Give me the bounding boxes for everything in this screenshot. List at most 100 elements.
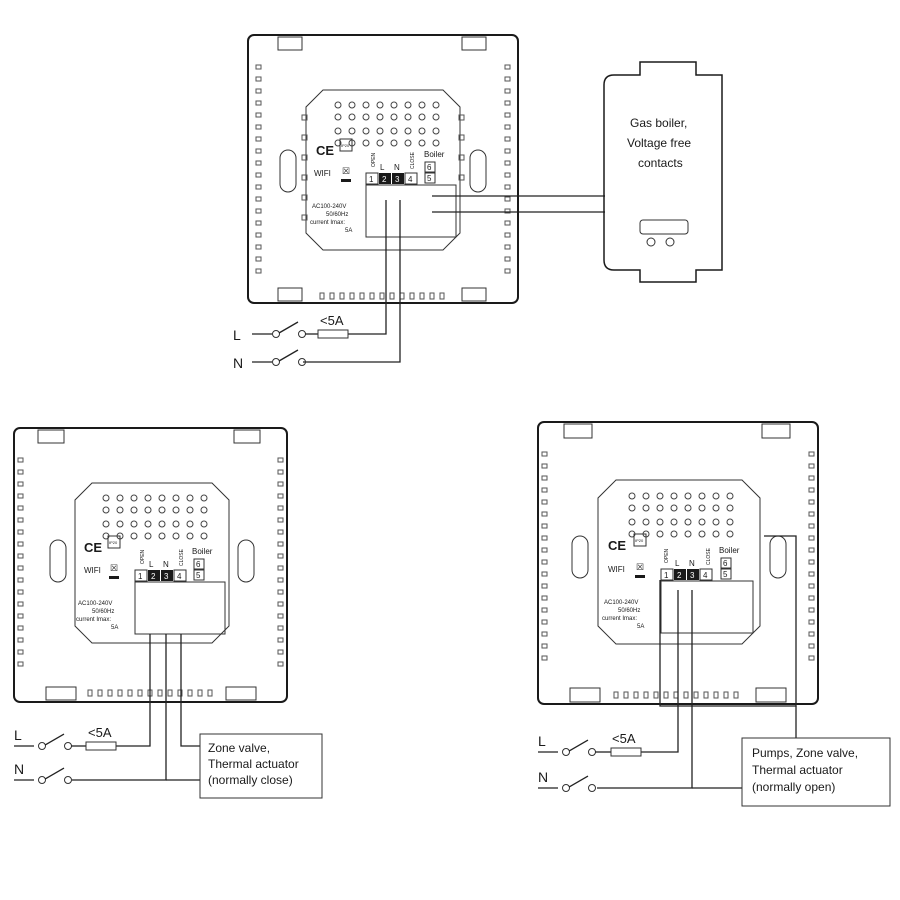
svg-text:WIFI: WIFI [608, 565, 625, 574]
spec-current-value: 5A [345, 228, 352, 234]
right-load-line1: Pumps, Zone valve, [752, 746, 858, 760]
load-box [199, 733, 323, 799]
top-neutral-label: N [233, 355, 243, 371]
svg-text:Boiler: Boiler [192, 547, 213, 556]
right-fuse-label: <5A [612, 731, 636, 746]
svg-text:IP20: IP20 [635, 538, 644, 543]
svg-text:4: 4 [177, 572, 182, 581]
svg-text:OPEN: OPEN [140, 549, 146, 564]
top-line-label: L [233, 327, 241, 343]
svg-text:OPEN: OPEN [664, 548, 670, 563]
right-thermostat-unit: CE IP20 WIFI ☒ OPEN L N CLOSE Boiler 1 2… [537, 421, 819, 705]
svg-text:CLOSE: CLOSE [706, 547, 712, 565]
svg-text:WIFI: WIFI [84, 566, 101, 575]
svg-text:N: N [689, 559, 695, 568]
svg-text:3: 3 [164, 572, 169, 581]
right-load-line3: (normally open) [752, 780, 835, 794]
svg-text:Boiler: Boiler [719, 546, 740, 555]
svg-text:IP20: IP20 [109, 540, 118, 545]
svg-text:AC100-240V: AC100-240V [604, 600, 638, 606]
vent-slots-right [504, 64, 511, 274]
left-load-line2: Thermal actuator [208, 757, 299, 771]
svg-text:AC100-240V: AC100-240V [78, 601, 112, 607]
wiring-area [365, 184, 457, 238]
right-line-label: L [538, 733, 546, 749]
left-load-line3: (normally close) [208, 773, 293, 787]
n-label: N [394, 163, 400, 172]
vent-slots-left [255, 64, 262, 274]
svg-text:CE: CE [84, 540, 102, 555]
svg-text:3: 3 [690, 571, 695, 580]
right-load-line2: Thermal actuator [752, 763, 843, 777]
open-label: OPEN [371, 152, 377, 167]
spec-voltage: AC100-240V [312, 204, 346, 210]
fuse-icon [317, 329, 349, 339]
svg-text:5A: 5A [111, 625, 118, 631]
left-thermostat-unit: CE IP20 WIFI ☒ OPEN L N CLOSE Boiler 1 2… [13, 427, 288, 703]
svg-text:5: 5 [723, 570, 728, 579]
boiler-title-line1: Gas boiler, [630, 116, 687, 130]
svg-text:1: 1 [664, 571, 669, 580]
mounting-tab [277, 36, 303, 51]
spec-frequency: 50/60Hz [326, 212, 348, 218]
svg-text:5A: 5A [637, 624, 644, 630]
top-thermostat-unit: CE IP20 WIFI ☒ OPEN L N CLOSE Boiler 1 2… [247, 34, 519, 304]
svg-text:L: L [675, 559, 680, 568]
ip-box [339, 138, 353, 152]
svg-text:4: 4 [408, 175, 413, 184]
svg-text:1: 1 [138, 572, 143, 581]
svg-text:50/60Hz: 50/60Hz [618, 608, 640, 614]
close-label: CLOSE [410, 151, 416, 169]
left-wires [14, 634, 323, 799]
svg-text:3: 3 [395, 175, 400, 184]
mounting-tab [277, 287, 303, 302]
terminal-block-outline [305, 89, 461, 251]
svg-text:2: 2 [677, 571, 682, 580]
svg-text:current Imax:: current Imax: [76, 617, 111, 623]
svg-text:1: 1 [369, 175, 374, 184]
mounting-slot [279, 149, 297, 193]
svg-text:2: 2 [382, 175, 387, 184]
svg-text:2: 2 [151, 572, 156, 581]
mounting-tab [461, 287, 487, 302]
l-label: L [380, 163, 385, 172]
right-neutral-label: N [538, 769, 548, 785]
top-fuse-label: <5A [320, 313, 344, 328]
svg-text:5: 5 [196, 571, 201, 580]
left-fuse-label: <5A [88, 725, 112, 740]
spec-current: current Imax: [310, 220, 345, 226]
mounting-tab [461, 36, 487, 51]
right-wires [538, 535, 891, 807]
gas-boiler [603, 61, 723, 283]
screw-holes [334, 101, 440, 147]
terminal-row: 1 2 3 4 6 5 [365, 161, 436, 185]
svg-text:5: 5 [427, 174, 432, 183]
left-line-label: L [14, 727, 22, 743]
boiler-label: Boiler [424, 150, 445, 159]
svg-text:6: 6 [723, 559, 728, 568]
svg-text:☒: ☒ [636, 562, 644, 572]
boiler-title-line2: Voltage free [627, 136, 691, 150]
thermostat-housing [247, 34, 519, 304]
svg-text:current Imax:: current Imax: [602, 616, 637, 622]
svg-text:4: 4 [703, 571, 708, 580]
weee-icon: ☒ [342, 166, 350, 176]
ip-rating: IP20 [341, 143, 350, 148]
svg-text:CLOSE: CLOSE [179, 548, 185, 566]
inner-clips [301, 114, 465, 221]
left-neutral-label: N [14, 761, 24, 777]
weee-bar [341, 179, 351, 182]
mounting-slot [469, 149, 487, 193]
top-wires [252, 195, 605, 366]
svg-text:N: N [163, 560, 169, 569]
svg-text:L: L [149, 560, 154, 569]
svg-text:CE: CE [608, 538, 626, 553]
svg-text:6: 6 [427, 163, 432, 172]
ce-mark: CE [316, 143, 334, 158]
svg-text:6: 6 [196, 560, 201, 569]
svg-text:☒: ☒ [110, 563, 118, 573]
load-box [741, 737, 891, 807]
wifi-label: WIFI [314, 169, 331, 178]
vent-slots-bottom [319, 292, 445, 300]
left-load-line1: Zone valve, [208, 741, 270, 755]
